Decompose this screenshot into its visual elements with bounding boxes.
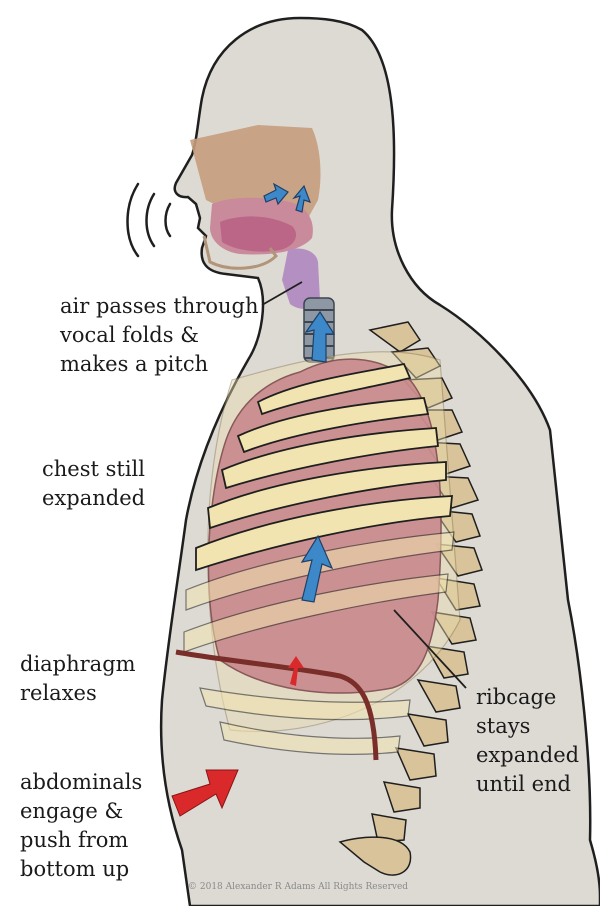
ribcage-label: ribcage stays expanded until end <box>476 683 579 799</box>
chest-label: chest still expanded <box>42 455 145 513</box>
vocal-folds-label: air passes through vocal folds & makes a… <box>60 292 259 379</box>
sound-waves-icon <box>128 184 171 256</box>
diaphragm-label: diaphragm relaxes <box>20 650 136 708</box>
abdominals-label: abdominals engage & push from bottom up <box>20 768 142 884</box>
copyright-text: © 2018 Alexander R Adams All Rights Rese… <box>188 882 408 892</box>
